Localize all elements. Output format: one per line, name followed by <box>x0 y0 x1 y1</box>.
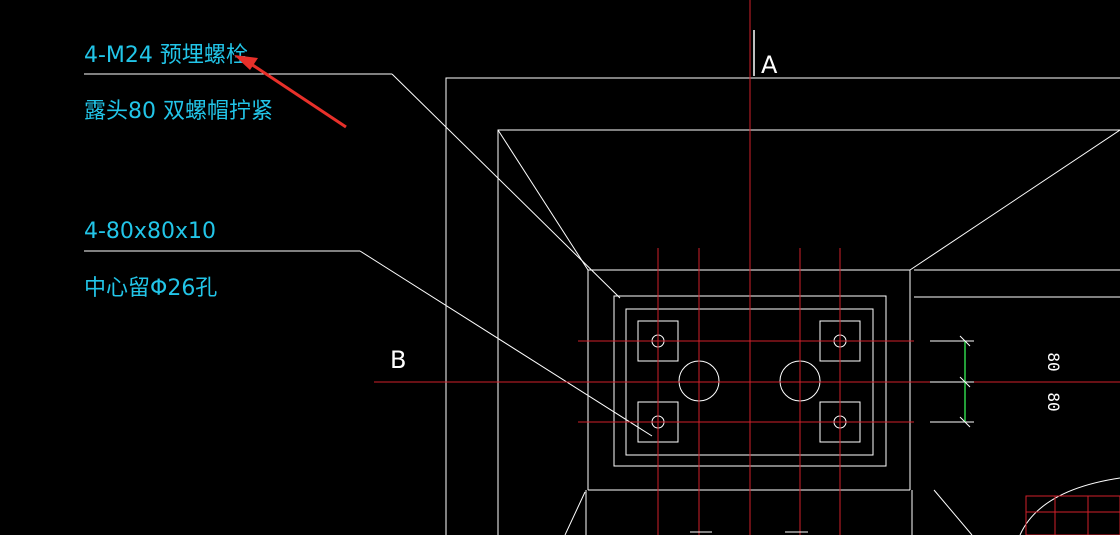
bolt-spec-label: 4-M24 预埋螺栓 <box>84 43 248 68</box>
plate-leader-line <box>359 250 653 437</box>
plate-note-label: 中心留Φ26孔 <box>84 276 217 301</box>
bolt-note-label: 露头80 双螺帽拧紧 <box>84 99 273 124</box>
center-lines <box>374 0 1120 535</box>
bolt-leader-line <box>391 73 621 299</box>
dimension-group: 80 80 <box>930 335 1063 428</box>
pedestal-outline <box>445 77 1120 535</box>
axis-b-label: B <box>390 346 406 374</box>
bolt-annotation: 4-M24 预埋螺栓 露头80 双螺帽拧紧 <box>84 43 621 299</box>
axis-a-label: A <box>761 51 778 79</box>
dimension-lower: 80 <box>1044 392 1063 411</box>
dimension-upper: 80 <box>1044 352 1063 371</box>
plate-spec-label: 4-80x80x10 <box>84 219 216 244</box>
plate-annotation: 4-80x80x10 中心留Φ26孔 <box>84 219 653 437</box>
axis-labels: A B <box>390 30 778 374</box>
red-markup-arrow <box>234 55 347 129</box>
